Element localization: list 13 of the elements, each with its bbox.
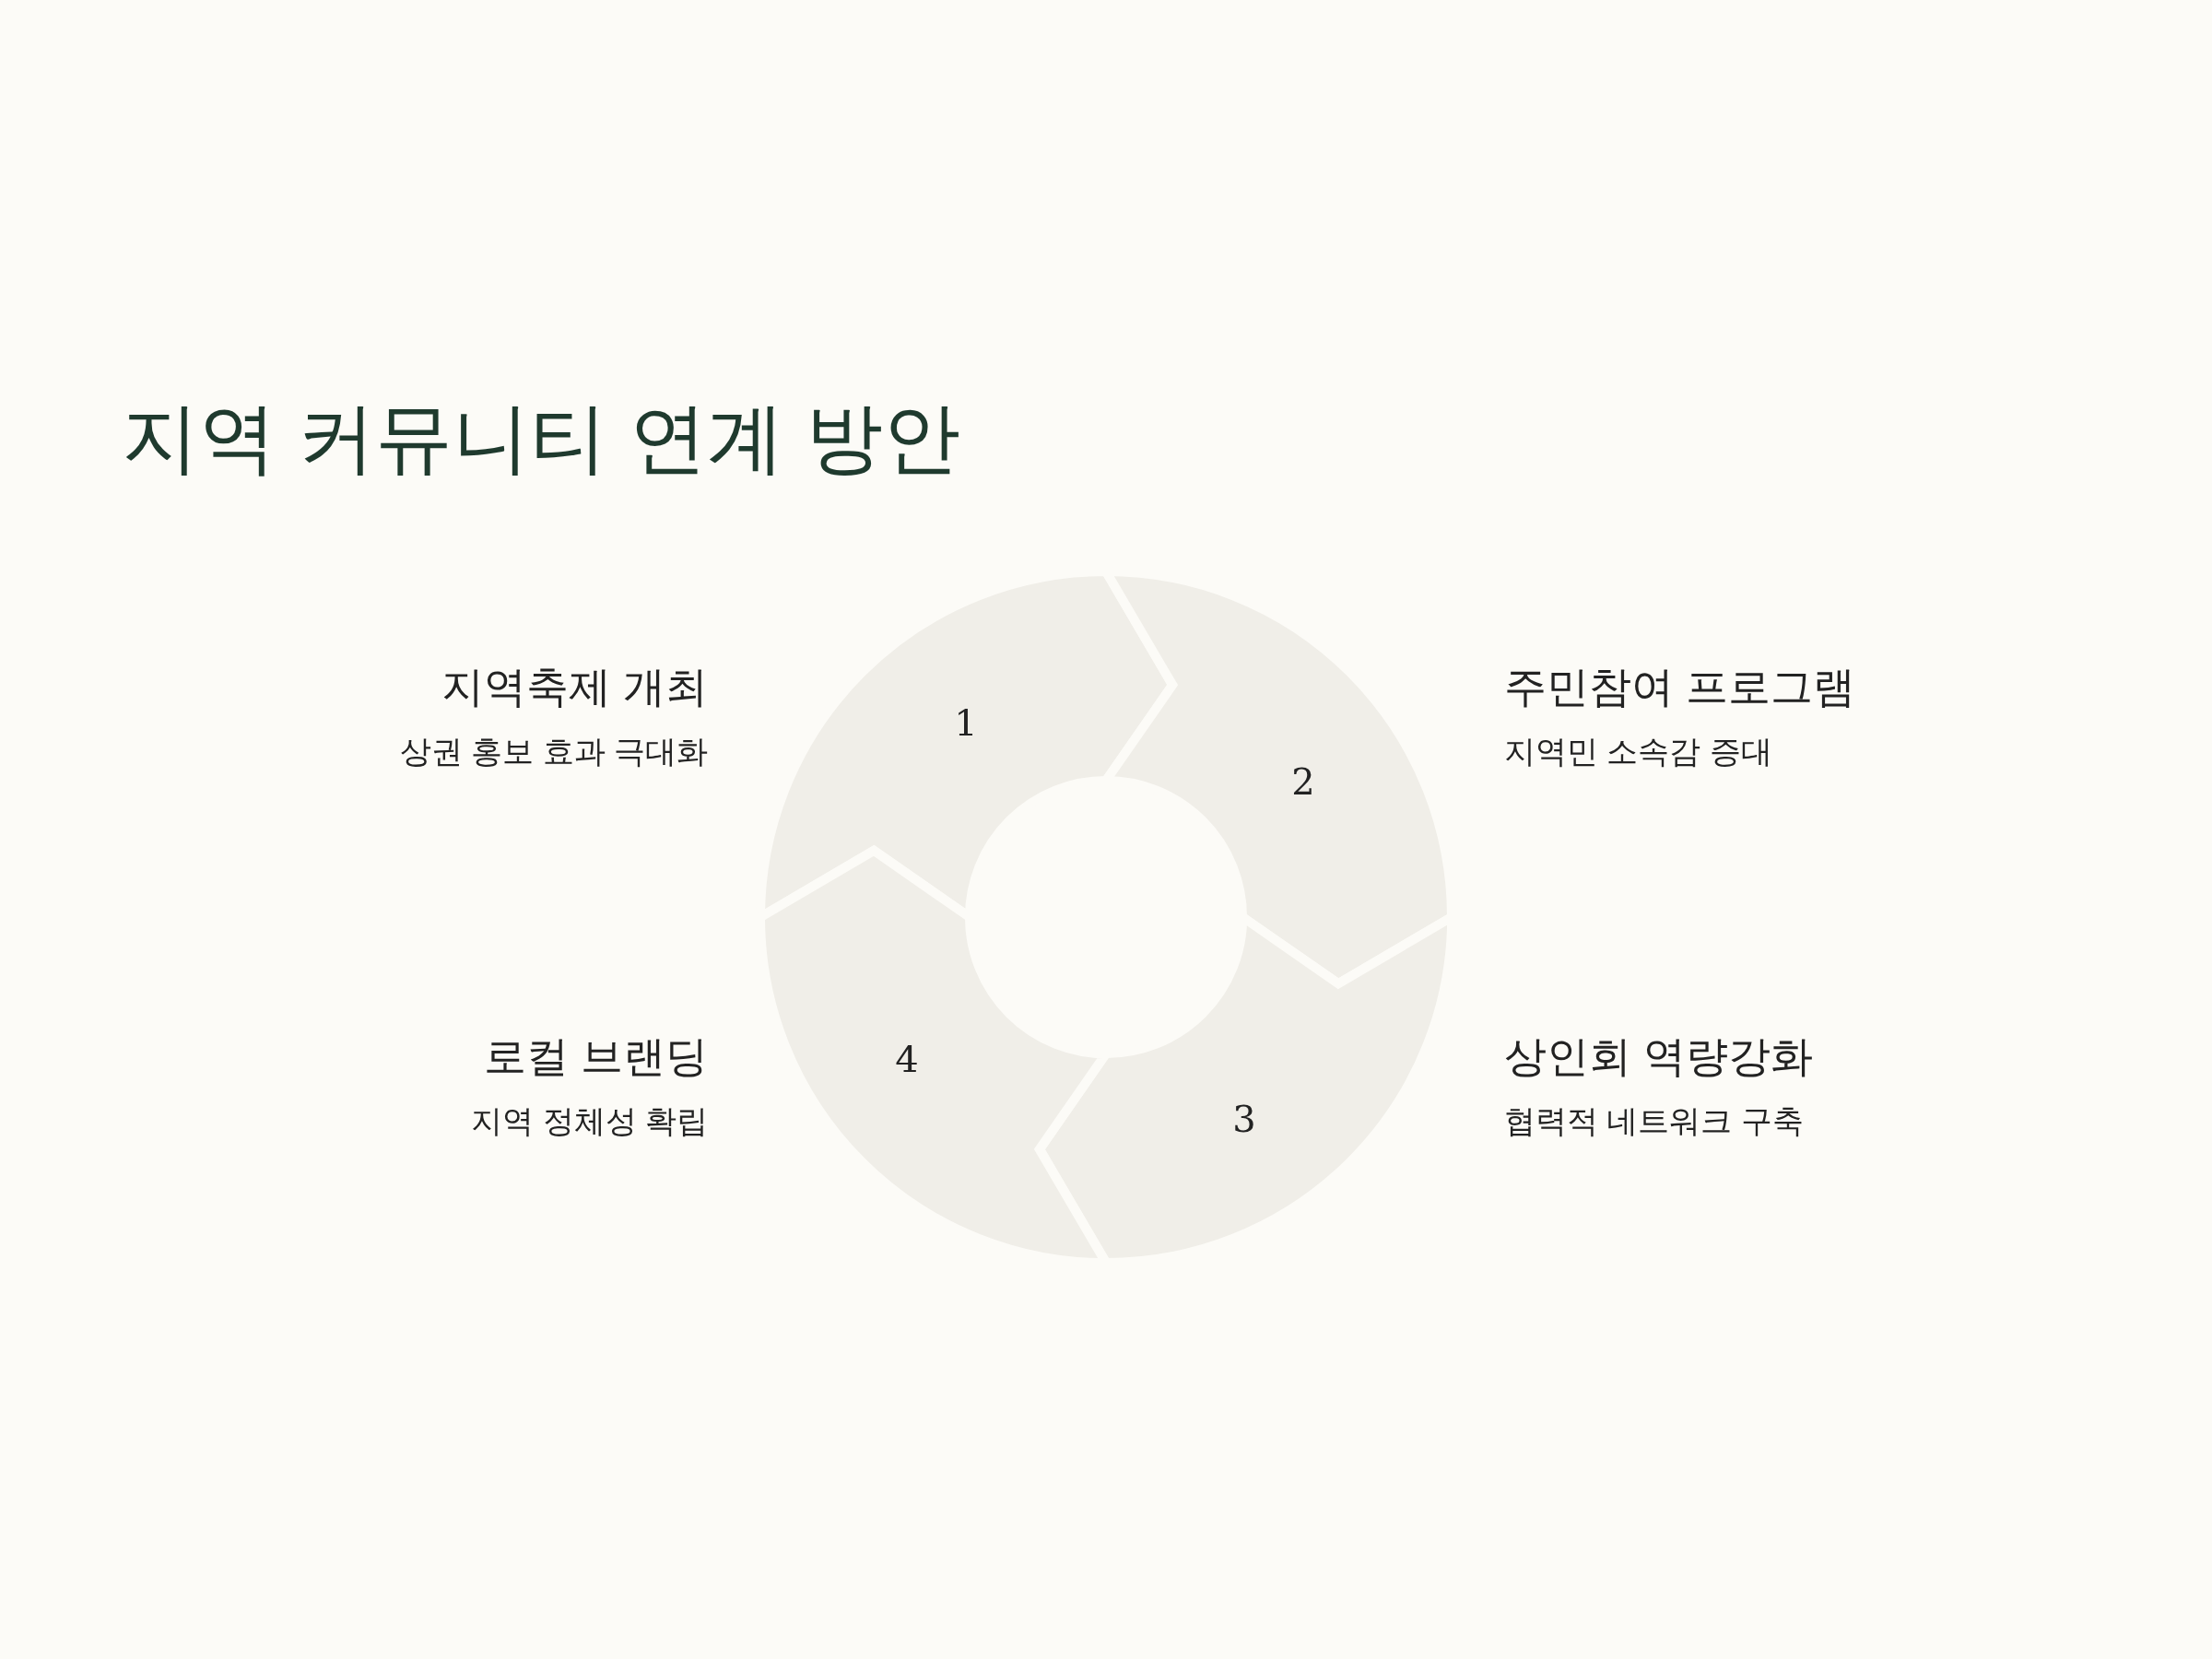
step-number: 3 [1232, 1100, 1256, 1137]
step-heading: 상인회 역량강화 [1504, 1031, 1813, 1082]
step-heading: 지역축제 개최 [441, 662, 708, 712]
step-description: 상권 홍보 효과 극대화 [399, 733, 708, 771]
step-number: 2 [1291, 763, 1315, 800]
step-number: 1 [954, 704, 978, 741]
step-heading: 주민참여 프로그램 [1504, 662, 1855, 712]
step-heading: 로컬 브랜딩 [484, 1031, 708, 1082]
step-description: 지역민 소속감 증대 [1504, 733, 1772, 771]
title: 지역 커뮤니티 연계 방안 [122, 394, 960, 483]
step-description: 협력적 네트워크 구축 [1504, 1102, 1804, 1140]
step-description: 지역 정체성 확립 [471, 1102, 708, 1140]
step-number: 4 [895, 1041, 919, 1077]
